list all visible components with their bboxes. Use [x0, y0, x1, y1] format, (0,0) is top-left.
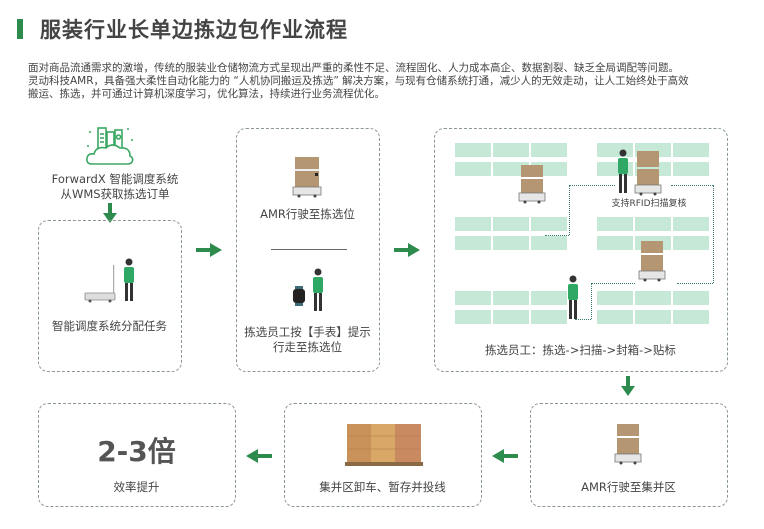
- amr-cart-icon: [633, 149, 663, 197]
- shelf: [455, 162, 491, 176]
- rfid-label: 支持RFID扫描复核: [611, 199, 687, 209]
- shelf: [635, 291, 671, 305]
- amr-cart-icon: [637, 239, 667, 283]
- travel-worker-label-line1: 拣选员工按【手表】提示: [244, 325, 371, 339]
- step-amr-zone-box: AMR行驶至集并区: [530, 403, 728, 507]
- arrow-down-icon: [621, 376, 635, 396]
- path-line: [569, 185, 615, 186]
- efficiency-label: 效率提升: [113, 480, 160, 494]
- shelf: [493, 236, 529, 250]
- shelf: [635, 217, 671, 231]
- shelf: [455, 217, 491, 231]
- shelf: [597, 291, 633, 305]
- shelf: [673, 162, 709, 176]
- shelf: [455, 310, 491, 324]
- shelf: [597, 310, 633, 324]
- watch-worker-icon: [289, 267, 329, 313]
- path-line: [575, 319, 591, 320]
- assign-label: 智能调度系统分配任务: [52, 319, 167, 333]
- shelf: [531, 143, 567, 157]
- shelf: [597, 217, 633, 231]
- shelf: [531, 310, 567, 324]
- source-label: ForwardX 智能调度系统 从WMS获取拣选订单: [20, 172, 210, 202]
- arrow-right-icon: [394, 242, 420, 257]
- travel-worker-label: 拣选员工按【手表】提示 行走至拣选位: [237, 325, 378, 355]
- path-line: [591, 283, 592, 319]
- shelf: [673, 217, 709, 231]
- shelf: [493, 143, 529, 157]
- shelf: [455, 291, 491, 305]
- arrow-down-icon: [103, 203, 117, 223]
- pallet-boxes-icon: [345, 422, 423, 468]
- travel-worker-label-line2: 行走至拣选位: [273, 340, 342, 354]
- intro-text: 面对商品流通需求的激增，传统的服装业仓储物流方式呈现出严重的柔性不足、流程固化、…: [28, 62, 748, 101]
- shelf: [531, 236, 567, 250]
- arrow-left-icon: [492, 448, 518, 463]
- source-label-line2: 从WMS获取拣选订单: [60, 187, 170, 201]
- shelf: [455, 143, 491, 157]
- path-line: [545, 235, 569, 236]
- shelf: [673, 310, 709, 324]
- amr-zone-label: AMR行驶至集并区: [581, 480, 676, 494]
- travel-amr-label: AMR行驶至拣选位: [260, 207, 355, 221]
- shelf: [531, 291, 567, 305]
- amr-cart-icon: [517, 163, 547, 205]
- path-line: [713, 185, 714, 283]
- efficiency-value: 2-3倍: [97, 435, 176, 468]
- divider: [271, 249, 347, 250]
- shelf: [673, 143, 709, 157]
- intro-line: 灵动科技AMR，具备强大柔性自动化能力的 “人机协同搬运及拣选” 解决方案，与现…: [28, 75, 689, 87]
- step-pick-box: 支持RFID扫描复核 拣选员工：拣选->扫描->封箱->贴标: [434, 128, 728, 372]
- source-label-line1: ForwardX 智能调度系统: [51, 172, 179, 186]
- intro-line: 搬运、拣选，并可通过计算机深度学习，优化算法，持续进行业务流程优化。: [28, 88, 385, 100]
- intro-line: 面对商品流通需求的激增，传统的服装业仓储物流方式呈现出严重的柔性不足、流程固化、…: [28, 62, 679, 74]
- shelf: [635, 310, 671, 324]
- shelf: [673, 236, 709, 250]
- shelf: [493, 291, 529, 305]
- path-line: [569, 185, 570, 235]
- cloud-data-icon: [82, 124, 138, 168]
- arrow-right-icon: [196, 242, 222, 257]
- shelf: [493, 162, 529, 176]
- path-line: [677, 283, 713, 284]
- amr-cart-icon: [613, 422, 643, 466]
- title-accent-bar: [17, 19, 23, 39]
- step-assign-box: 智能调度系统分配任务: [38, 220, 182, 372]
- shelf: [673, 291, 709, 305]
- unload-label: 集并区卸车、暂存并投线: [319, 480, 446, 494]
- pick-label: 拣选员工：拣选->扫描->封箱->贴标: [485, 343, 676, 357]
- shelf: [493, 217, 529, 231]
- shelf: [455, 236, 491, 250]
- amr-cart-icon: [289, 155, 325, 199]
- worker-icon: [565, 275, 581, 321]
- arrow-left-icon: [246, 448, 272, 463]
- path-line: [671, 185, 713, 186]
- path-line: [591, 283, 635, 284]
- worker-icon: [615, 149, 631, 195]
- step-unload-box: 集并区卸车、暂存并投线: [284, 403, 482, 507]
- amr-worker-icon: [83, 257, 139, 307]
- step-result-box: 2-3倍 效率提升: [38, 403, 236, 507]
- shelf: [531, 217, 567, 231]
- step-travel-box: AMR行驶至拣选位 拣选员工按【手表】提示 行走至拣选位: [236, 128, 380, 372]
- page-title: 服装行业长单边拣边包作业流程: [40, 18, 348, 42]
- shelf: [493, 310, 529, 324]
- shelf: [597, 236, 633, 250]
